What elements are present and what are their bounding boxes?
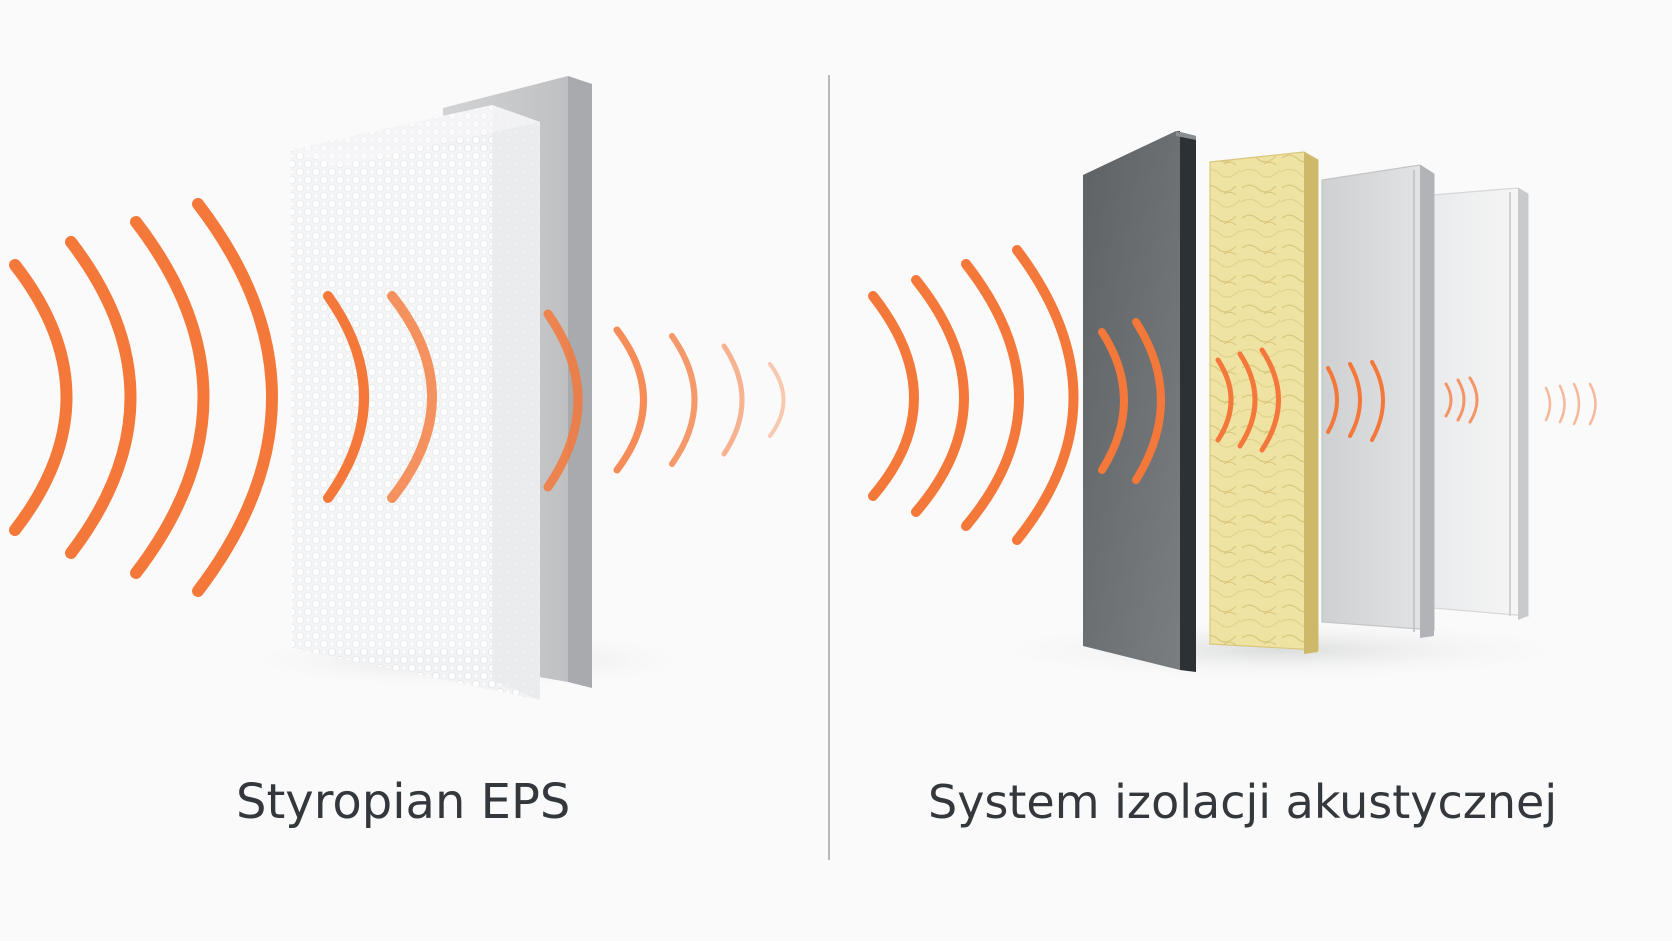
wave-arc bbox=[1326, 366, 1339, 434]
wave-arc bbox=[543, 309, 583, 492]
wave-arc bbox=[721, 343, 745, 457]
wave-arc bbox=[868, 291, 919, 501]
wave-arc bbox=[1544, 386, 1552, 422]
eps-slab bbox=[290, 105, 540, 700]
wave-arc bbox=[613, 326, 647, 474]
wave-arc bbox=[65, 236, 137, 559]
wave-arc bbox=[192, 198, 278, 597]
wave-arc bbox=[768, 362, 786, 438]
wave-arc bbox=[1237, 351, 1258, 449]
sound-waves-through-wool bbox=[1215, 347, 1281, 453]
sound-waves-through-concrete bbox=[1098, 318, 1165, 484]
sound-waves-through-eps bbox=[323, 291, 583, 503]
wave-arc bbox=[1348, 362, 1362, 438]
wave-arc bbox=[387, 291, 437, 503]
wave-arc bbox=[1215, 357, 1234, 443]
wave-arc bbox=[669, 333, 698, 467]
glass-panel bbox=[1431, 187, 1529, 620]
wave-arc bbox=[1558, 384, 1566, 424]
caption-styropian-eps: Styropian EPS bbox=[236, 774, 570, 830]
wave-arc bbox=[1444, 382, 1453, 418]
sound-waves-after-gypsum bbox=[1444, 376, 1479, 424]
wave-arc bbox=[961, 259, 1024, 531]
caption-system-izolacji-akustycznej: System izolacji akustycznej bbox=[928, 775, 1557, 829]
wave-arc bbox=[130, 216, 210, 579]
wave-arc bbox=[1012, 245, 1079, 545]
wave-arc bbox=[9, 259, 73, 536]
sound-waves-through-gypsum bbox=[1326, 360, 1385, 442]
wave-arc bbox=[911, 275, 969, 517]
mineral-wool-panel bbox=[1209, 151, 1319, 654]
wave-arc bbox=[1259, 347, 1281, 453]
wave-arc bbox=[1370, 360, 1385, 442]
sound-waves-incoming-right bbox=[868, 245, 1079, 545]
sound-waves-outgoing bbox=[613, 326, 786, 474]
left-panel: Styropian EPS bbox=[9, 76, 786, 830]
wave-arc bbox=[1456, 378, 1466, 422]
wave-arc bbox=[1588, 382, 1597, 426]
concrete-panel bbox=[1083, 131, 1196, 672]
right-panel: System izolacji akustycznej bbox=[868, 131, 1597, 829]
gypsum-board-panel bbox=[1321, 164, 1435, 638]
wave-arc bbox=[1132, 318, 1165, 484]
wave-arc bbox=[323, 291, 369, 503]
wave-arc bbox=[1572, 382, 1581, 426]
sound-waves-incoming bbox=[9, 198, 278, 597]
sound-waves-faint-exit bbox=[1544, 382, 1597, 426]
wave-arc bbox=[1098, 328, 1128, 474]
wave-arc bbox=[1468, 376, 1479, 424]
